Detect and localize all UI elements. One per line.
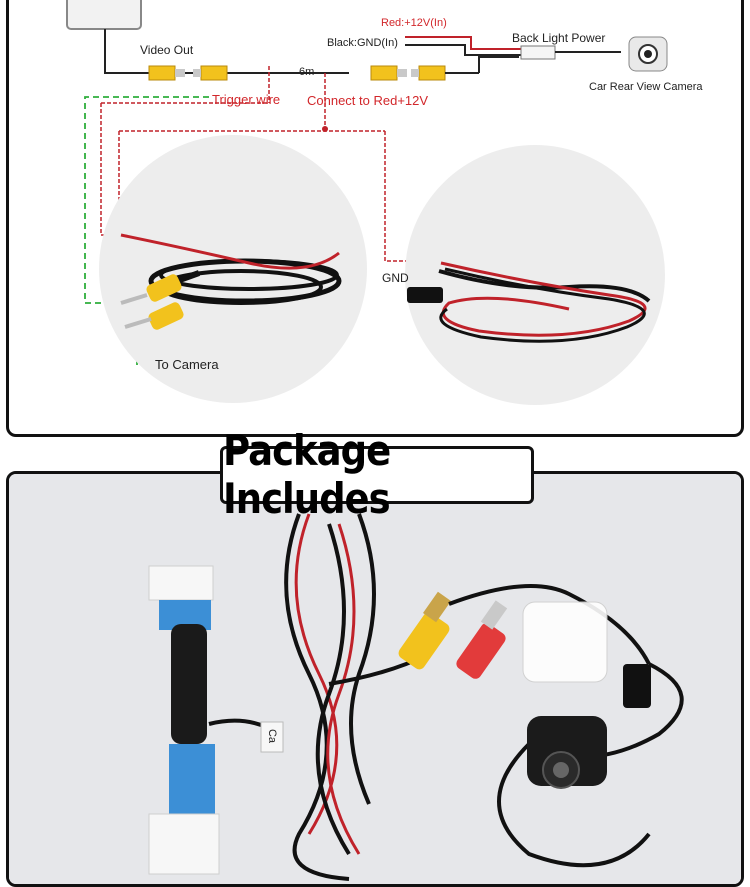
package-title-box: Package Includes — [220, 427, 534, 523]
length-label: 6m — [299, 66, 315, 78]
rca-connector-right — [370, 65, 446, 81]
red-12v-label: Red:+12V(In) — [381, 17, 447, 29]
cable-tag-label: Ca — [266, 728, 279, 744]
gnd-label: GND — [382, 271, 409, 285]
license-light-housing — [522, 601, 608, 683]
back-light-power-label: Back Light Power — [512, 31, 606, 45]
connect-red-label: Connect to Red+12V — [307, 93, 429, 108]
package-photo — [9, 474, 741, 884]
camera-connector — [623, 664, 651, 708]
rear-camera-body — [527, 716, 607, 789]
cable-tag — [260, 721, 284, 753]
trigger-wire-label: Trigger wire — [212, 92, 281, 107]
rca-plug-yellow — [398, 591, 452, 670]
harness-connector — [148, 565, 220, 875]
wiring-diagram — [66, 0, 668, 405]
black-gnd-label: Black:GND(In) — [327, 37, 398, 49]
cable-photo-left — [99, 135, 367, 403]
video-out-label: Video Out — [140, 43, 194, 57]
cable-photo-right — [405, 145, 665, 405]
monitor-icon — [66, 0, 142, 30]
package-photo-panel: Ca — [6, 471, 744, 887]
package-title: Package Includes — [223, 426, 391, 524]
rear-camera-icon — [628, 36, 668, 72]
wiring-diagram-panel: Video Out Red:+12V(In) Black:GND(In) Bac… — [6, 0, 744, 437]
rca-connector-left — [148, 65, 228, 81]
car-rear-camera-label: Car Rear View Camera — [589, 81, 703, 93]
rca-plug-red — [456, 600, 508, 679]
to-camera-label: To Camera — [155, 357, 219, 372]
